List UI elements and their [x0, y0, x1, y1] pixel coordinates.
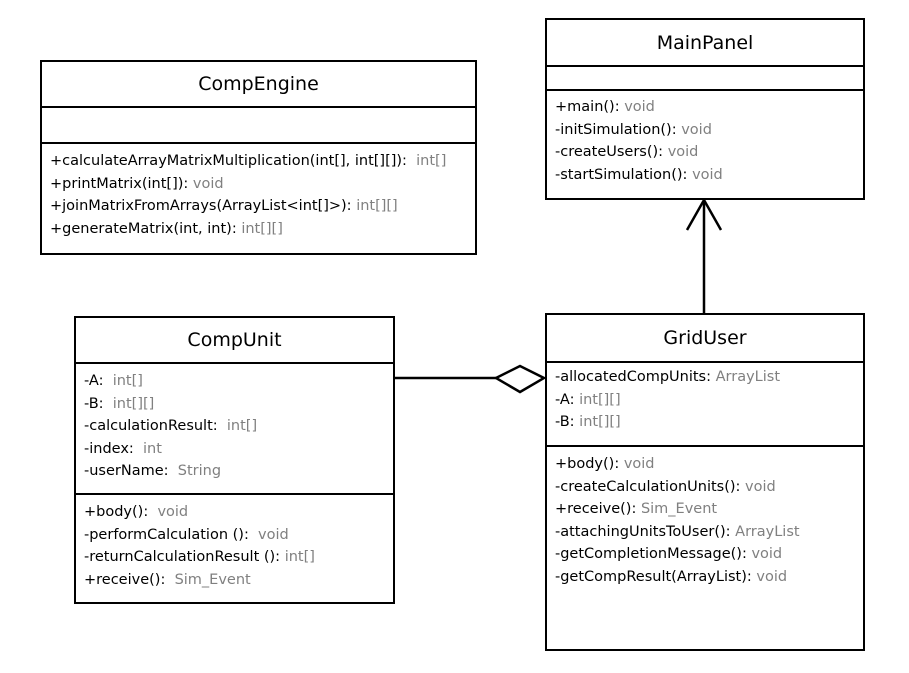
method-row: +joinMatrixFromArrays(ArrayList<int[]>):…	[50, 198, 398, 214]
method-row: +receive(): Sim_Event	[84, 571, 251, 588]
class-name: CompUnit	[76, 318, 393, 364]
class-main-panel[interactable]: MainPanel +main(): void -initSimulation(…	[545, 18, 865, 200]
association-arrowhead	[685, 197, 723, 231]
method-row: -initSimulation(): void	[555, 121, 712, 138]
attribute-row: -A: int[]	[84, 373, 143, 389]
attributes-compartment: -allocatedCompUnits: ArrayList -A: int[]…	[547, 363, 863, 447]
method-row: +receive(): Sim_Event	[555, 501, 718, 517]
attribute-row: -calculationResult: int[]	[84, 418, 258, 434]
method-row: -startSimulation(): void	[555, 166, 723, 183]
method-row: +body(): void	[555, 456, 655, 472]
methods-compartment: +main(): void -initSimulation(): void -c…	[547, 91, 863, 186]
aggregation-diamond	[493, 364, 547, 394]
method-row: -performCalculation (): void	[84, 526, 289, 543]
method-row: -createUsers(): void	[555, 144, 699, 160]
method-row: -getCompletionMessage(): void	[555, 546, 783, 562]
attributes-compartment	[42, 108, 475, 144]
method-row: +calculateArrayMatrixMultiplication(int[…	[50, 153, 447, 169]
attributes-compartment	[547, 67, 863, 91]
attribute-row: -userName: String	[84, 463, 222, 479]
class-grid-user[interactable]: GridUser -allocatedCompUnits: ArrayList …	[545, 313, 865, 651]
methods-compartment: +body(): void -createCalculationUnits():…	[547, 447, 863, 588]
method-row: -createCalculationUnits(): void	[555, 478, 776, 495]
class-name: CompEngine	[42, 62, 475, 108]
method-row: -returnCalculationResult (): int[]	[84, 549, 315, 565]
class-name: MainPanel	[547, 20, 863, 67]
method-row: +main(): void	[555, 99, 655, 115]
methods-compartment: +body(): void -performCalculation (): vo…	[76, 495, 393, 591]
method-row: -attachingUnitsToUser(): ArrayList	[555, 523, 800, 540]
method-row: -getCompResult(ArrayList): void	[555, 568, 788, 585]
attributes-compartment: -A: int[] -B: int[][] -calculationResult…	[76, 364, 393, 495]
method-row: +generateMatrix(int, int): int[][]	[50, 220, 283, 237]
class-comp-engine[interactable]: CompEngine +calculateArrayMatrixMultipli…	[40, 60, 477, 255]
attribute-row: -A: int[][]	[555, 391, 621, 408]
class-name: GridUser	[547, 315, 863, 363]
attribute-row: -index: int	[84, 440, 162, 457]
attribute-row: -allocatedCompUnits: ArrayList	[555, 369, 781, 385]
methods-compartment: +calculateArrayMatrixMultiplication(int[…	[42, 144, 475, 240]
class-comp-unit[interactable]: CompUnit -A: int[] -B: int[][] -calculat…	[74, 316, 395, 604]
attribute-row: -B: int[][]	[84, 395, 155, 412]
attribute-row: -B: int[][]	[555, 414, 621, 430]
method-row: +body(): void	[84, 504, 189, 520]
method-row: +printMatrix(int[]): void	[50, 175, 224, 192]
